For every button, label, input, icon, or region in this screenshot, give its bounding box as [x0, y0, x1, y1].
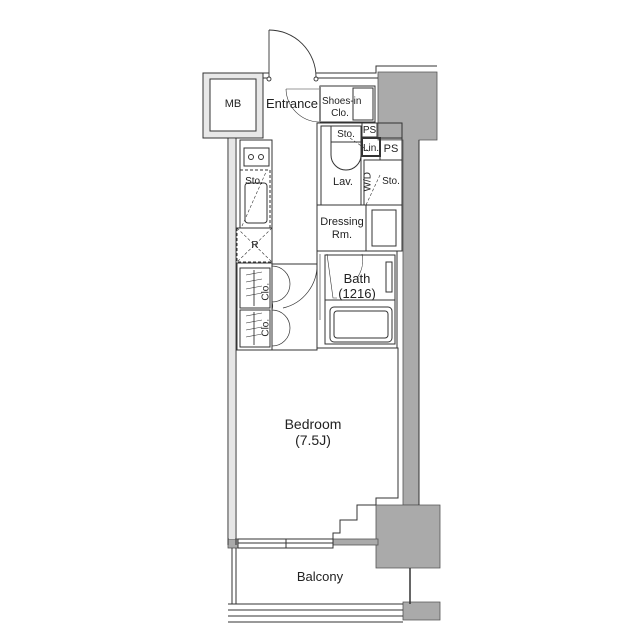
label-clo: Clo. [331, 107, 349, 119]
label-entrance: Entrance [266, 96, 319, 111]
balcony [228, 538, 411, 623]
label-ps-small: PS [362, 125, 377, 136]
structural-walls [227, 71, 441, 621]
entrance-door [266, 29, 320, 123]
label-clo-1: Clo. [260, 282, 272, 301]
label-ps: PS [383, 143, 399, 155]
label-bath-size: (1216) [338, 285, 376, 301]
label-bath: Bath (1216) [332, 271, 382, 302]
balcony-wall [332, 538, 379, 546]
label-bedroom-name: Bedroom [284, 416, 342, 432]
label-bedroom-size: (7.5J) [295, 432, 331, 449]
label-sto-wd: Sto. [382, 176, 400, 187]
label-kitchen-sto: Sto. [245, 176, 263, 187]
column-top-right [377, 71, 438, 506]
shoes-in-closet [319, 85, 376, 123]
balcony-corner [402, 601, 441, 621]
label-shoes-in-clo: Shoes-in Clo. [322, 96, 362, 119]
label-shoes-in: Shoes-in [322, 96, 362, 107]
column-bottom-right [375, 504, 441, 569]
label-dressing-rm: Dressing Rm. [318, 216, 366, 241]
label-lin: Lin. [362, 143, 380, 154]
label-mb: MB [224, 98, 242, 110]
label-clo-2: Clo. [260, 318, 272, 337]
label-bath-name: Bath [343, 271, 371, 286]
closets [236, 254, 321, 351]
label-balcony: Balcony [296, 569, 344, 584]
interior-walls [236, 123, 399, 351]
label-rm: Rm. [331, 228, 353, 241]
label-wd: W/D [362, 172, 374, 192]
label-lav: Lav. [333, 176, 353, 188]
label-sto-lav: Sto. [337, 129, 355, 140]
label-bedroom: Bedroom (7.5J) [278, 416, 348, 448]
label-fridge: R [251, 240, 259, 251]
outer-walls [202, 65, 437, 545]
label-dressing: Dressing [320, 216, 364, 228]
